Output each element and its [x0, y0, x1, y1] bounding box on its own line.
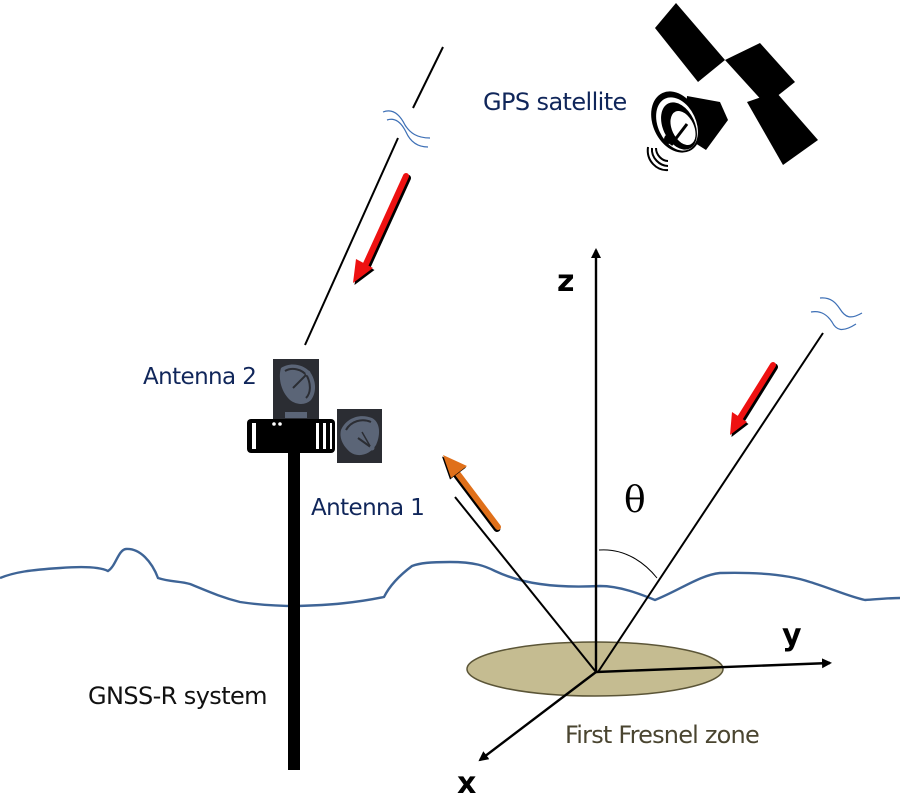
- signal-wave-icon: [382, 110, 431, 148]
- antenna-2-label: Antenna 2: [143, 364, 257, 390]
- direct-signal-ray-lower: [304, 137, 399, 346]
- incidence-angle-arc: [598, 549, 658, 579]
- direct-signal-ray-upper: [412, 46, 444, 109]
- receiver-box-icon: [247, 419, 335, 453]
- reflected-signal-arrow: [442, 455, 501, 532]
- x-axis: [478, 671, 597, 762]
- reflected-signal-ray: [454, 496, 597, 673]
- signal-wave-icon: [810, 297, 863, 331]
- gps-satellite-label: GPS satellite: [483, 88, 627, 116]
- x-axis-label: x: [457, 766, 477, 801]
- antenna-2-dish-icon: [273, 359, 319, 420]
- antenna-1-dish-icon: [337, 409, 382, 463]
- gnss-r-mast: [288, 452, 300, 770]
- first-fresnel-zone-label: First Fresnel zone: [565, 721, 760, 749]
- incident-signal-ray: [597, 332, 824, 673]
- gps-satellite-icon: [646, 3, 818, 172]
- incidence-angle-theta-label: θ: [624, 480, 646, 521]
- z-axis-label: z: [557, 264, 575, 299]
- y-axis: [595, 658, 832, 674]
- gnss-r-system-label: GNSS-R system: [88, 682, 268, 710]
- antenna-1-label: Antenna 1: [311, 495, 425, 521]
- direct-signal-arrow-right: [730, 362, 778, 437]
- water-surface-line: [0, 547, 900, 608]
- y-axis-label: y: [782, 618, 802, 653]
- direct-signal-arrow-left: [353, 173, 411, 285]
